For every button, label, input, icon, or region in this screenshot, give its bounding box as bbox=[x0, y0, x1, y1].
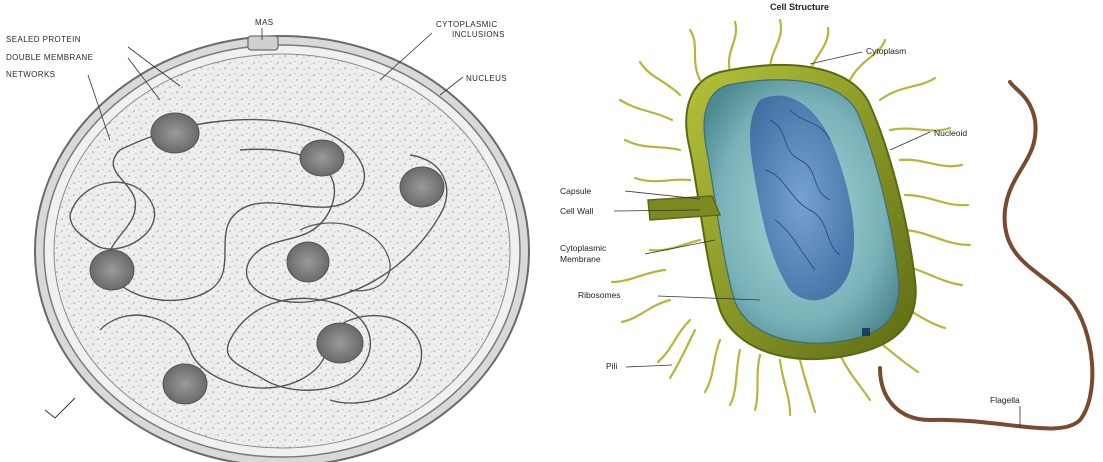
label-inclusions: INCLUSIONS bbox=[452, 30, 505, 39]
label-cytoplasmic: CYTOPLASMIC bbox=[436, 20, 498, 29]
label-cell-wall: Cell Wall bbox=[560, 206, 593, 216]
label-double-membrane: DOUBLE MEMBRANE bbox=[6, 53, 93, 62]
label-ribosomes: Ribosomes bbox=[578, 290, 621, 300]
wall-bulge bbox=[648, 196, 720, 220]
ribosome-marker bbox=[862, 328, 870, 336]
label-capsule: Capsule bbox=[560, 186, 591, 196]
label-mas: MAS bbox=[255, 18, 274, 27]
label-nucleus: NUCLEUS bbox=[466, 74, 507, 83]
granule bbox=[300, 140, 344, 176]
granule bbox=[163, 364, 207, 404]
granule bbox=[151, 113, 199, 153]
label-sealed-protein: SEALED PROTEIN bbox=[6, 35, 81, 44]
label-flagella: Flagella bbox=[990, 395, 1020, 405]
diagram-title: Cell Structure bbox=[770, 2, 829, 12]
label-nucleoid: Nucleoid bbox=[934, 128, 967, 138]
label-cyto-membrane-2: Membrane bbox=[560, 254, 601, 264]
label-cytoplasm: Cytoplasm bbox=[866, 46, 906, 56]
label-cyto-membrane-1: Cytoplasmic bbox=[560, 243, 606, 253]
top-inclusion bbox=[248, 36, 278, 50]
granule bbox=[90, 250, 134, 290]
label-networks: NETWORKS bbox=[6, 70, 55, 79]
cytoplasm bbox=[54, 54, 510, 448]
granule bbox=[317, 323, 363, 363]
left-cell bbox=[35, 28, 529, 462]
granule bbox=[287, 242, 329, 282]
label-pili: Pili bbox=[606, 361, 617, 371]
granule bbox=[400, 167, 444, 207]
bacterium bbox=[612, 20, 1092, 428]
